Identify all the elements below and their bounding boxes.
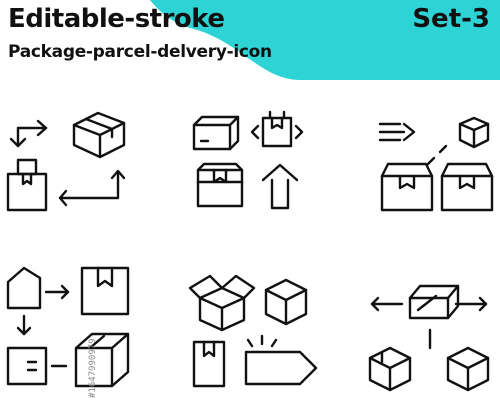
fast-delivery-icon <box>378 116 494 212</box>
box-shipping-flow-icon <box>6 266 130 388</box>
box-exchange-icon <box>6 111 126 212</box>
box-distribution-icon <box>368 284 490 392</box>
box-options-icon <box>192 110 304 210</box>
stock-id-text: #1647990979 <box>88 338 98 398</box>
set-label: Set-3 <box>412 4 490 34</box>
icon-grid <box>6 110 494 392</box>
header-banner <box>0 0 500 80</box>
page-subtitle: Package-parcel-delvery-icon <box>8 42 272 62</box>
page-title: Editable-stroke <box>8 4 225 34</box>
open-box-icon <box>188 274 318 388</box>
